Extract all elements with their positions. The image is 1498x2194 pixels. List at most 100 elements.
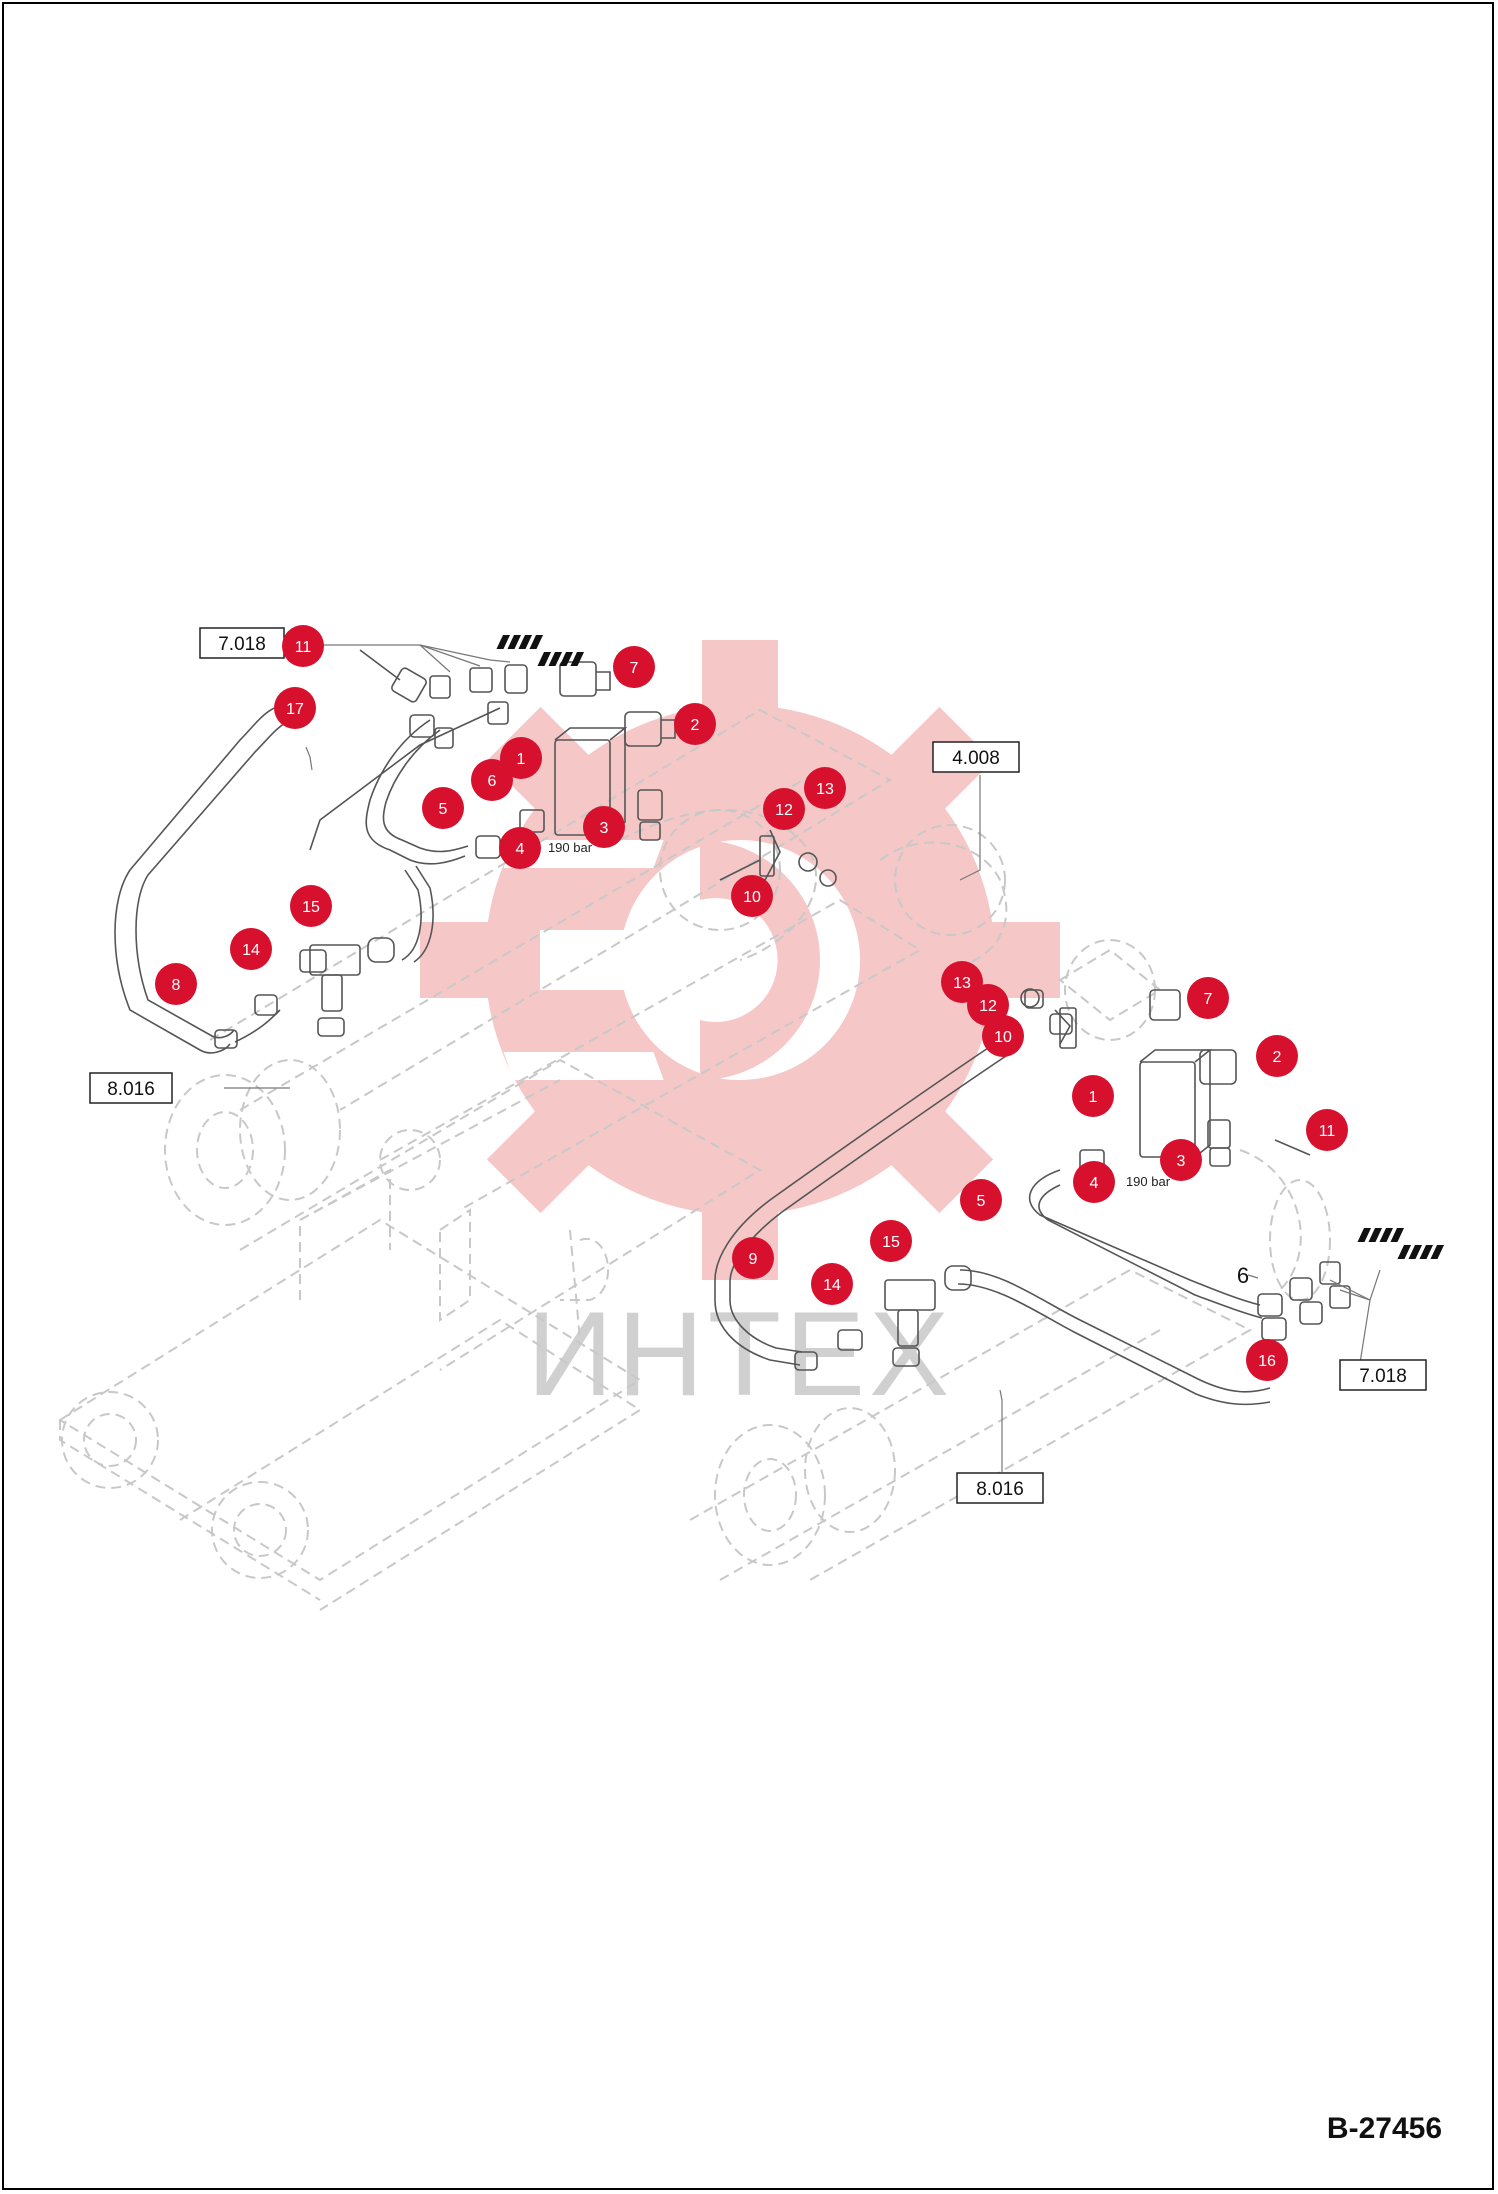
callout-circle <box>290 885 332 927</box>
callout-marker: 15 <box>870 1220 912 1262</box>
pressure-label: 190 bar <box>1126 1174 1171 1189</box>
callout-circle <box>1246 1339 1288 1381</box>
callout-number: 3 <box>1177 1153 1186 1170</box>
callout-number: 12 <box>979 998 997 1015</box>
callout-number: 2 <box>691 717 700 734</box>
callout-marker: 4 <box>499 827 541 869</box>
reference-box: 8.016 <box>956 1472 1044 1504</box>
callout-marker: 14 <box>811 1263 853 1305</box>
callout-number: 17 <box>286 701 304 718</box>
callout-circle <box>155 963 197 1005</box>
callout-number: 14 <box>242 942 260 959</box>
callout-number: 13 <box>816 781 834 798</box>
callout-circle <box>811 1263 853 1305</box>
callout-marker: 5 <box>960 1179 1002 1221</box>
callout-circle <box>422 787 464 829</box>
callout-marker: 7 <box>613 646 655 688</box>
callout-number: 1 <box>1089 1089 1098 1106</box>
callout-circle <box>613 646 655 688</box>
callout-circle <box>1073 1161 1115 1203</box>
callout-marker: 3 <box>1160 1139 1202 1181</box>
svg-text:8.016: 8.016 <box>976 1479 1024 1500</box>
callout-number: 8 <box>172 977 181 994</box>
callout-marker: 1 <box>500 737 542 779</box>
callout-marker: 4 <box>1073 1161 1115 1203</box>
callout-number: 5 <box>977 1193 986 1210</box>
callout-circle <box>674 703 716 745</box>
reference-box: 7.018 <box>1339 1359 1427 1391</box>
callout-circle <box>804 767 846 809</box>
callout-marker: 8 <box>155 963 197 1005</box>
pressure-label: 190 bar <box>548 840 593 855</box>
callout-circle <box>500 737 542 779</box>
callout-marker: 11 <box>1306 1109 1348 1151</box>
callout-number: 11 <box>295 639 312 656</box>
callout-circle <box>471 759 513 801</box>
callout-number: 4 <box>1090 1175 1099 1192</box>
callout-number: 7 <box>630 660 639 677</box>
callout-marker: 2 <box>1256 1035 1298 1077</box>
watermark-text: ИНТЕХ <box>527 1287 953 1421</box>
callout-circle <box>1306 1109 1348 1151</box>
reference-box: 4.008 <box>932 741 1020 773</box>
callout-marker: 10 <box>731 875 773 917</box>
callout-circle <box>1187 977 1229 1019</box>
callout-circle <box>499 827 541 869</box>
callout-number: 6 <box>488 773 497 790</box>
callout-number: 9 <box>749 1251 758 1268</box>
callout-circle <box>731 875 773 917</box>
callout-circle <box>1160 1139 1202 1181</box>
callout-marker: 17 <box>274 687 316 729</box>
callout-number: 14 <box>823 1277 841 1294</box>
reference-boxes: 7.018 4.008 8.016 7.018 8.016 <box>89 627 1427 1504</box>
callout-marker: 12 <box>763 788 805 830</box>
callout-circle <box>230 928 272 970</box>
callout-marker: 3 <box>583 806 625 848</box>
callout-circle <box>583 806 625 848</box>
callout-number: 11 <box>1319 1123 1336 1140</box>
callout-marker: 2 <box>674 703 716 745</box>
callout-number: 13 <box>953 975 971 992</box>
callout-number: 3 <box>600 820 609 837</box>
hatch-marks <box>496 635 1444 1259</box>
reference-box: 7.018 <box>199 627 285 659</box>
drawing-number: B-27456 <box>1326 2112 1442 2145</box>
callout-number: 15 <box>882 1234 900 1251</box>
callout-circle <box>274 687 316 729</box>
svg-text:7.018: 7.018 <box>1359 1366 1407 1387</box>
callout-marker: 10 <box>982 1015 1024 1057</box>
callout-circle <box>763 788 805 830</box>
callout-marker: 7 <box>1187 977 1229 1019</box>
callout-circle <box>982 1015 1024 1057</box>
ghost-arm-outline <box>58 708 1331 1611</box>
svg-text:4.008: 4.008 <box>952 748 1000 769</box>
callout-number: 5 <box>439 801 448 818</box>
callout-circle <box>282 625 324 667</box>
callout-marker: 13 <box>804 767 846 809</box>
callout-circle <box>1072 1075 1114 1117</box>
callout-number: 4 <box>516 841 525 858</box>
callout-number: 1 <box>517 751 526 768</box>
callout-marker: 6 <box>471 759 513 801</box>
callout-circle <box>960 1179 1002 1221</box>
callout-number: 7 <box>1204 991 1213 1008</box>
leader-lines <box>224 641 1381 1472</box>
callout-marker: 14 <box>230 928 272 970</box>
callout-marker: 15 <box>290 885 332 927</box>
callout-circle <box>732 1237 774 1279</box>
callout-number: 2 <box>1273 1049 1282 1066</box>
callout-marker: 9 <box>732 1237 774 1279</box>
reference-box: 8.016 <box>89 1072 173 1104</box>
part-number-label: 6 <box>1237 1263 1249 1288</box>
callout-number: 10 <box>994 1029 1012 1046</box>
svg-text:7.018: 7.018 <box>218 634 266 655</box>
callout-number: 16 <box>1258 1353 1276 1370</box>
callout-circle <box>1256 1035 1298 1077</box>
lower-hydraulic-assembly <box>714 988 1351 1406</box>
callout-number: 12 <box>775 802 793 819</box>
callout-marker: 16 <box>1246 1339 1288 1381</box>
callout-marker: 11 <box>282 625 324 667</box>
